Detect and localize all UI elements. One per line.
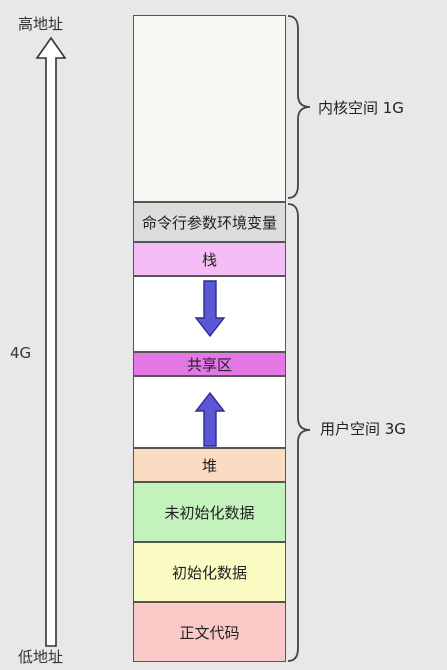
heap-label: 堆 xyxy=(201,456,217,475)
stack-label: 栈 xyxy=(201,250,217,269)
bss-block: 未初始化数据 xyxy=(133,482,286,542)
shared-region-block: 共享区 xyxy=(133,352,286,376)
heap-block: 堆 xyxy=(133,448,286,482)
env-args-block: 命令行参数环境变量 xyxy=(133,202,286,242)
shared-region-label: 共享区 xyxy=(186,355,232,374)
bss-label: 未初始化数据 xyxy=(164,503,255,522)
text-label: 正文代码 xyxy=(179,623,240,642)
up-arrow-icon xyxy=(194,391,226,447)
data-label: 初始化数据 xyxy=(171,563,247,582)
data-block: 初始化数据 xyxy=(133,542,286,602)
env-args-label: 命令行参数环境变量 xyxy=(141,213,277,232)
size-label: 4G xyxy=(10,344,32,362)
stack-block: 栈 xyxy=(133,242,286,276)
down-arrow-icon xyxy=(194,280,226,338)
text-block: 正文代码 xyxy=(133,602,286,662)
low-address-label: 低地址 xyxy=(18,648,64,666)
up-arrow-outline-icon xyxy=(35,36,67,647)
user-space-brace xyxy=(287,203,311,662)
kernel-space-brace xyxy=(287,15,311,199)
high-address-label: 高地址 xyxy=(18,15,64,33)
user-space-label: 用户空间 3G xyxy=(320,420,406,438)
kernel-space-label: 内核空间 1G xyxy=(318,99,404,117)
kernel-space-block xyxy=(133,15,286,202)
